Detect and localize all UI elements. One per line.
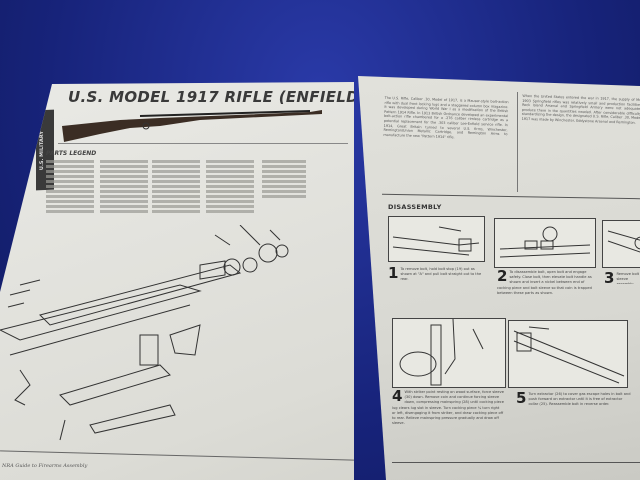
step-number: 3 (604, 272, 615, 284)
step-text: To remove bolt, hold bolt stop (19) out … (400, 267, 482, 282)
exploded-parts-diagram (0, 225, 289, 441)
divider (58, 143, 348, 144)
legend-column (46, 158, 94, 215)
step-3-illustration (602, 220, 640, 268)
step-text: To disassemble bolt, open bolt and engag… (497, 270, 592, 295)
parts-legend-heading: PARTS LEGEND (46, 150, 97, 157)
footer-rule (0, 450, 354, 461)
step-4-illustration (392, 318, 506, 388)
intro-text-column-2: When the United States entered the war i… (521, 93, 640, 125)
step-text: Turn extractor (26) to cover gas escape … (528, 392, 631, 407)
step-number: 1 (388, 264, 399, 282)
disassembly-heading: DISASSEMBLY (388, 203, 442, 211)
step-text: Remove bolt sleeve assembly (616, 272, 640, 284)
step-number: 4 (392, 387, 403, 405)
step-5-illustration (508, 320, 628, 388)
page-footer: NRA Guide to Firearms Assembly (2, 463, 88, 469)
step-number: 5 (516, 389, 527, 407)
section-tab-label: U.S. MILITARY (39, 130, 45, 171)
legend-column (206, 158, 254, 215)
rifle-photo (62, 110, 322, 142)
footer-rule (392, 462, 640, 463)
legend-column (262, 158, 306, 200)
step-2-illustration (494, 218, 596, 268)
divider (382, 193, 640, 200)
step-1-illustration (388, 216, 485, 262)
page-title: U.S. MODEL 1917 RIFLE (ENFIELD) (68, 88, 367, 106)
step-text: With striker point resting on wood surfa… (392, 390, 504, 426)
legend-column (100, 158, 148, 215)
intro-text-column-1: The U.S. Rifle, Caliber .30, Model of 19… (383, 95, 509, 140)
legend-column (152, 158, 200, 215)
step-number: 2 (497, 267, 508, 285)
column-divider (517, 92, 518, 192)
